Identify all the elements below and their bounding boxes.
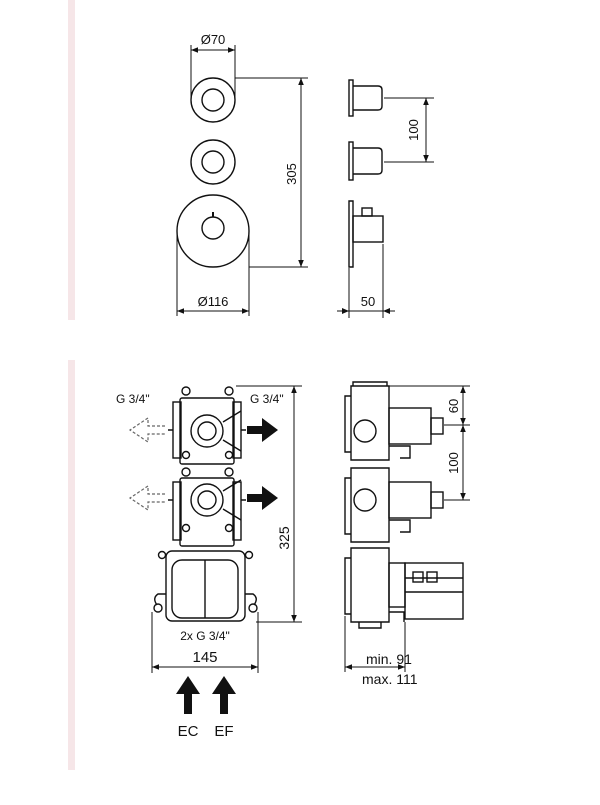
margin-stripe-top	[68, 0, 75, 320]
outlet-right-label: G 3/4"	[250, 392, 284, 406]
dim-top-diameter	[190, 45, 236, 98]
dim-side-100-label: 100	[446, 452, 461, 474]
dim-top-diameter-label: Ø70	[201, 32, 226, 47]
outlet-arrows-dashed	[128, 416, 165, 512]
front-view-installation-box	[153, 386, 258, 622]
dim-depth-min-max	[344, 616, 406, 672]
dim-width-145	[151, 612, 259, 673]
dim-min-depth-label: min. 91	[366, 651, 412, 667]
dim-bottom-diameter-label: Ø116	[198, 294, 229, 309]
ec-label: EC	[178, 723, 199, 740]
top-rosette	[190, 77, 236, 123]
dim-depth-50	[337, 244, 395, 318]
dim-spacing-100-top	[384, 97, 434, 163]
side-view-trim	[348, 79, 384, 268]
margin-stripe-bottom	[68, 360, 75, 770]
dim-width-145-label: 145	[192, 649, 217, 666]
front-view-trim-plates	[176, 77, 250, 268]
dim-height-305	[235, 77, 308, 268]
dim-side-100	[444, 425, 470, 501]
middle-rosette-hole	[201, 150, 225, 174]
dim-height-325-label: 325	[276, 526, 292, 550]
dim-height-305-label: 305	[284, 163, 299, 185]
dim-side-60-label: 60	[446, 399, 461, 413]
inlet-arrows	[176, 676, 236, 714]
top-rosette-hole	[201, 88, 225, 112]
main-plate	[176, 194, 250, 268]
dim-height-325	[236, 385, 302, 623]
dim-spacing-100-top-label: 100	[406, 119, 421, 141]
ec-arrow	[176, 676, 200, 714]
middle-rosette	[190, 139, 236, 185]
side-view-installation-box	[344, 381, 464, 629]
main-plate-hole	[201, 216, 225, 240]
dim-depth-50-label: 50	[361, 294, 375, 309]
ef-arrow	[212, 676, 236, 714]
bottom-connections-label: 2x G 3/4"	[180, 629, 230, 643]
dim-max-depth-label: max. 111	[362, 671, 418, 687]
dim-bottom-diameter	[176, 235, 250, 316]
ef-label: EF	[214, 723, 233, 740]
outlet-arrows-solid	[247, 418, 278, 510]
inlet-left-label: G 3/4"	[116, 392, 150, 406]
